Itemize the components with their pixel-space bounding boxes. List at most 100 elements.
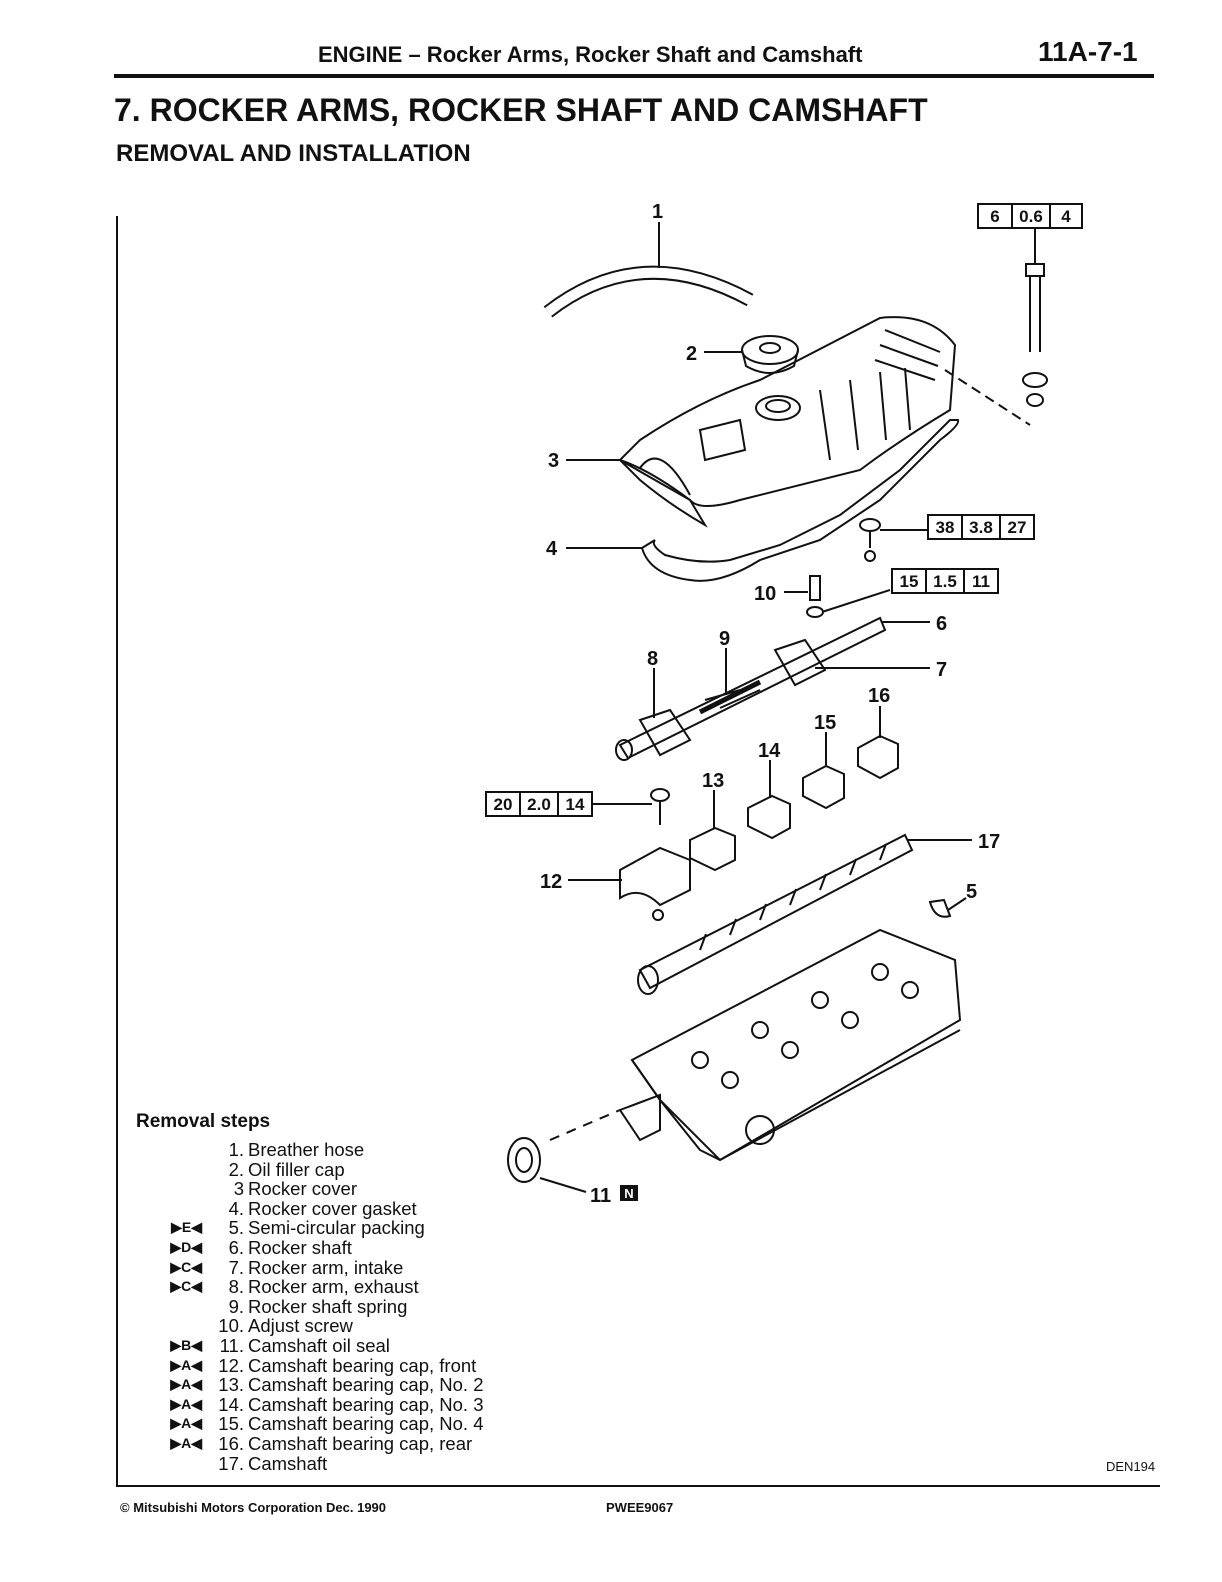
torque-kgm: 0.6 bbox=[1019, 207, 1043, 226]
torque-kgm: 1.5 bbox=[933, 572, 957, 591]
torque-spec-box-20: 20 2.0 14 bbox=[485, 791, 593, 817]
semi-circular-packing bbox=[928, 898, 952, 918]
frame-left-rule bbox=[116, 216, 118, 1486]
callout-11: 11 bbox=[590, 1185, 611, 1207]
callout-3: 3 bbox=[548, 450, 559, 472]
reference-mark bbox=[160, 1199, 204, 1219]
step-number: 5. bbox=[228, 1217, 244, 1239]
step-text: Camshaft bearing cap, front bbox=[248, 1354, 477, 1376]
step-number: 17. bbox=[218, 1452, 244, 1474]
step-text: Rocker arm, intake bbox=[248, 1256, 404, 1278]
step-number: 4. bbox=[228, 1197, 244, 1219]
torque-ftlbs: 14 bbox=[566, 795, 585, 814]
section-subtitle: REMOVAL AND INSTALLATION bbox=[116, 140, 471, 167]
section-title: 7. ROCKER ARMS, ROCKER SHAFT AND CAMSHAF… bbox=[114, 92, 928, 128]
step-number: 3 bbox=[233, 1178, 244, 1200]
step-number: 16. bbox=[218, 1432, 244, 1454]
torque-ftlbs: 11 bbox=[972, 572, 990, 591]
breather-hose bbox=[543, 265, 754, 318]
adjust-screw bbox=[806, 575, 824, 618]
step-number: 14. bbox=[218, 1393, 244, 1415]
step-text: Breather hose bbox=[248, 1139, 365, 1160]
step-text: Camshaft bearing cap, No. 3 bbox=[248, 1393, 484, 1415]
step-number: 9. bbox=[228, 1295, 244, 1317]
header-title: ENGINE – Rocker Arms, Rocker Shaft and C… bbox=[318, 42, 863, 67]
step-text: Camshaft bearing cap, rear bbox=[248, 1432, 473, 1454]
reference-mark bbox=[160, 1316, 204, 1336]
step-number: 1. bbox=[228, 1139, 244, 1160]
removal-steps-heading: Removal steps bbox=[136, 1111, 271, 1132]
callout-13: 13 bbox=[702, 770, 724, 792]
step-text: Oil filler cap bbox=[248, 1158, 345, 1180]
step-number: 10. bbox=[218, 1315, 244, 1337]
torque-nm: 15 bbox=[900, 572, 919, 591]
frame-bottom-rule bbox=[116, 1485, 1160, 1487]
step-text: Rocker cover gasket bbox=[248, 1197, 417, 1219]
step-text: Camshaft bbox=[248, 1452, 328, 1474]
list-item: 10.Adjust screw bbox=[160, 1316, 484, 1336]
oil-filler-cap bbox=[741, 335, 799, 374]
cover-bolt bbox=[944, 263, 1048, 426]
torque-ftlbs: 4 bbox=[1061, 207, 1071, 226]
header-rule bbox=[114, 74, 1154, 78]
footer-copyright: © Mitsubishi Motors Corporation Dec. 199… bbox=[120, 1500, 387, 1515]
reference-mark: ▶A◀ bbox=[170, 1434, 202, 1451]
step-number: 6. bbox=[228, 1236, 244, 1258]
step-text: Rocker cover bbox=[248, 1178, 357, 1200]
step-number: 2. bbox=[228, 1158, 244, 1180]
reference-mark bbox=[160, 1179, 204, 1199]
step-number: 11. bbox=[219, 1334, 244, 1356]
torque-spec-box-38: 38 3.8 27 bbox=[927, 514, 1035, 540]
seal-replace-mark: N bbox=[624, 1186, 633, 1201]
list-item: 17.Camshaft bbox=[160, 1452, 484, 1474]
step-text: Semi-circular packing bbox=[248, 1217, 425, 1239]
list-item: ▶C◀ 7.Rocker arm, intake bbox=[160, 1256, 484, 1278]
callout-8: 8 bbox=[647, 648, 658, 670]
reference-mark: ▶A◀ bbox=[170, 1415, 202, 1432]
torque-kgm: 2.0 bbox=[527, 795, 551, 814]
list-item: ▶A◀12.Camshaft bearing cap, front bbox=[160, 1354, 484, 1376]
step-number: 8. bbox=[228, 1276, 244, 1298]
callout-2: 2 bbox=[686, 343, 697, 365]
camshaft-bearing-caps bbox=[619, 734, 899, 921]
figure-reference: DEN194 bbox=[1106, 1459, 1156, 1474]
list-item: 9.Rocker shaft spring bbox=[160, 1297, 484, 1317]
footer-document-code: PWEE9067 bbox=[606, 1500, 674, 1515]
callout-12: 12 bbox=[540, 871, 562, 893]
callout-1: 1 bbox=[652, 201, 663, 223]
torque-nm: 6 bbox=[990, 207, 999, 226]
step-text: Camshaft oil seal bbox=[248, 1334, 390, 1356]
torque-spec-box-6: 6 0.6 4 bbox=[977, 203, 1083, 229]
callout-5: 5 bbox=[966, 881, 977, 903]
callout-6: 6 bbox=[936, 613, 947, 635]
step-text: Camshaft bearing cap, No. 2 bbox=[248, 1374, 484, 1396]
step-number: 15. bbox=[218, 1413, 244, 1435]
camshaft bbox=[637, 833, 914, 995]
reference-mark: ▶A◀ bbox=[170, 1376, 202, 1393]
list-item: ▶E◀ 5.Semi-circular packing bbox=[160, 1218, 484, 1238]
reference-mark bbox=[160, 1454, 204, 1474]
cap-bolt bbox=[650, 788, 670, 825]
callout-16: 16 bbox=[868, 685, 890, 707]
step-number: 12. bbox=[218, 1354, 244, 1376]
callout-14: 14 bbox=[758, 740, 781, 762]
list-item: ▶B◀ 11.Camshaft oil seal bbox=[160, 1336, 484, 1356]
reference-mark bbox=[160, 1140, 204, 1160]
rocker-cover bbox=[618, 316, 957, 528]
list-item: ▶C◀ 8.Rocker arm, exhaust bbox=[160, 1277, 484, 1297]
reference-mark: ▶C◀ bbox=[170, 1278, 202, 1295]
callout-10: 10 bbox=[754, 583, 776, 605]
reference-mark: ▶E◀ bbox=[171, 1219, 202, 1236]
torque-nm: 20 bbox=[494, 795, 513, 814]
step-number: 7. bbox=[228, 1256, 244, 1278]
step-text: Rocker arm, exhaust bbox=[248, 1276, 419, 1298]
camshaft-oil-seal bbox=[507, 1109, 621, 1183]
list-item: 1.Breather hose bbox=[160, 1140, 484, 1160]
reference-mark: ▶D◀ bbox=[170, 1238, 202, 1255]
reference-mark: ▶B◀ bbox=[170, 1336, 202, 1353]
reference-mark: ▶C◀ bbox=[170, 1258, 202, 1275]
torque-nm: 38 bbox=[936, 518, 955, 537]
